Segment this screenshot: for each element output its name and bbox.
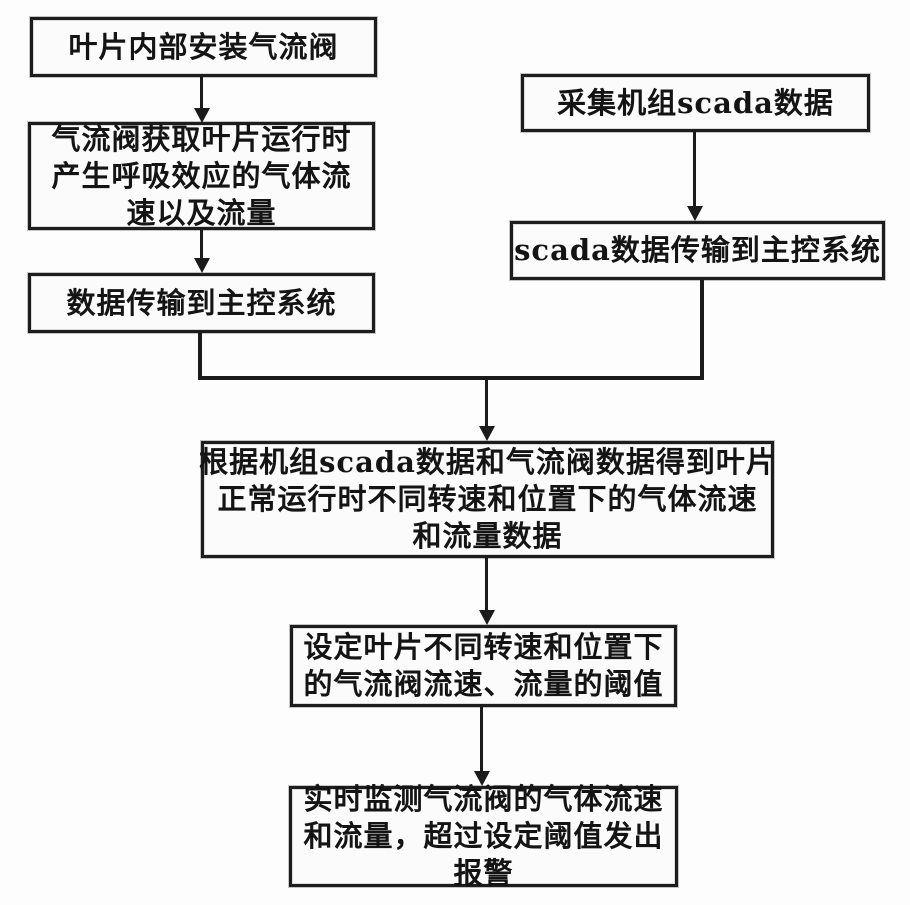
arrow-line-r1-r2	[693, 132, 696, 208]
merge-line-horizontal	[198, 376, 704, 380]
box-text-line: 产生呼吸效应的气体流	[51, 158, 352, 193]
flow-box-install-airflow-valve: 叶片内部安装气流阀	[30, 17, 377, 77]
arrow-head-m2-m3	[474, 771, 490, 786]
flow-box-set-thresholds: 设定叶片不同转速和位置下 的气流阀流速、流量的阈值	[290, 625, 677, 707]
arrow-head-l1-l2	[194, 108, 210, 123]
flow-box-scada-to-main-control: scada数据传输到主控系统	[510, 221, 885, 280]
box-text-line: 实时监测气流阀的气体流速	[303, 782, 664, 816]
flow-box-valve-acquires-flow-data: 气流阀获取叶片运行时 产生呼吸效应的气体流 速以及流量	[28, 122, 375, 230]
box-text-line: 叶片内部安装气流阀	[68, 29, 339, 64]
box-text-line: 和流量，超过设定阈值发出	[303, 819, 664, 853]
arrow-head-r1-r2	[687, 206, 703, 221]
box-text-line: 速以及流量	[126, 195, 277, 230]
box-text-line: 气流阀获取叶片运行时	[51, 121, 352, 156]
box-text-line: 根据机组scada数据和气流阀数据得到叶片	[199, 445, 776, 479]
box-text-line: 采集机组scada数据	[557, 85, 834, 120]
arrow-head-m1-m2	[479, 610, 495, 625]
box-text-line: scada数据传输到主控系统	[514, 233, 881, 267]
box-text-line: 数据传输到主控系统	[66, 285, 337, 320]
merge-line-left	[198, 333, 202, 380]
box-text-line: 正常运行时不同转速和位置下的气体流速	[217, 482, 758, 516]
box-text-line: 的气流阀流速、流量的阈值	[303, 667, 664, 701]
box-text-line: 设定叶片不同转速和位置下	[303, 630, 664, 664]
arrow-line-merge-m1	[485, 380, 488, 428]
arrow-line-m2-m3	[480, 707, 483, 773]
arrow-line-m1-m2	[485, 558, 488, 613]
arrow-head-merge-m1	[479, 426, 495, 441]
arrow-line-l2-l3	[200, 230, 203, 260]
box-text-line: 报警	[453, 856, 514, 890]
box-text-line: 和流量数据	[412, 519, 563, 553]
flow-box-data-to-main-control: 数据传输到主控系统	[28, 273, 375, 333]
arrow-head-l2-l3	[194, 258, 210, 273]
flow-box-realtime-monitor-alarm: 实时监测气流阀的气体流速 和流量，超过设定阈值发出 报警	[289, 782, 678, 890]
arrow-line-l1-l2	[200, 77, 203, 110]
flow-box-derive-normal-flow-data: 根据机组scada数据和气流阀数据得到叶片 正常运行时不同转速和位置下的气体流速…	[199, 441, 776, 558]
merge-line-right	[700, 280, 704, 380]
flow-box-collect-scada-data: 采集机组scada数据	[521, 74, 870, 132]
